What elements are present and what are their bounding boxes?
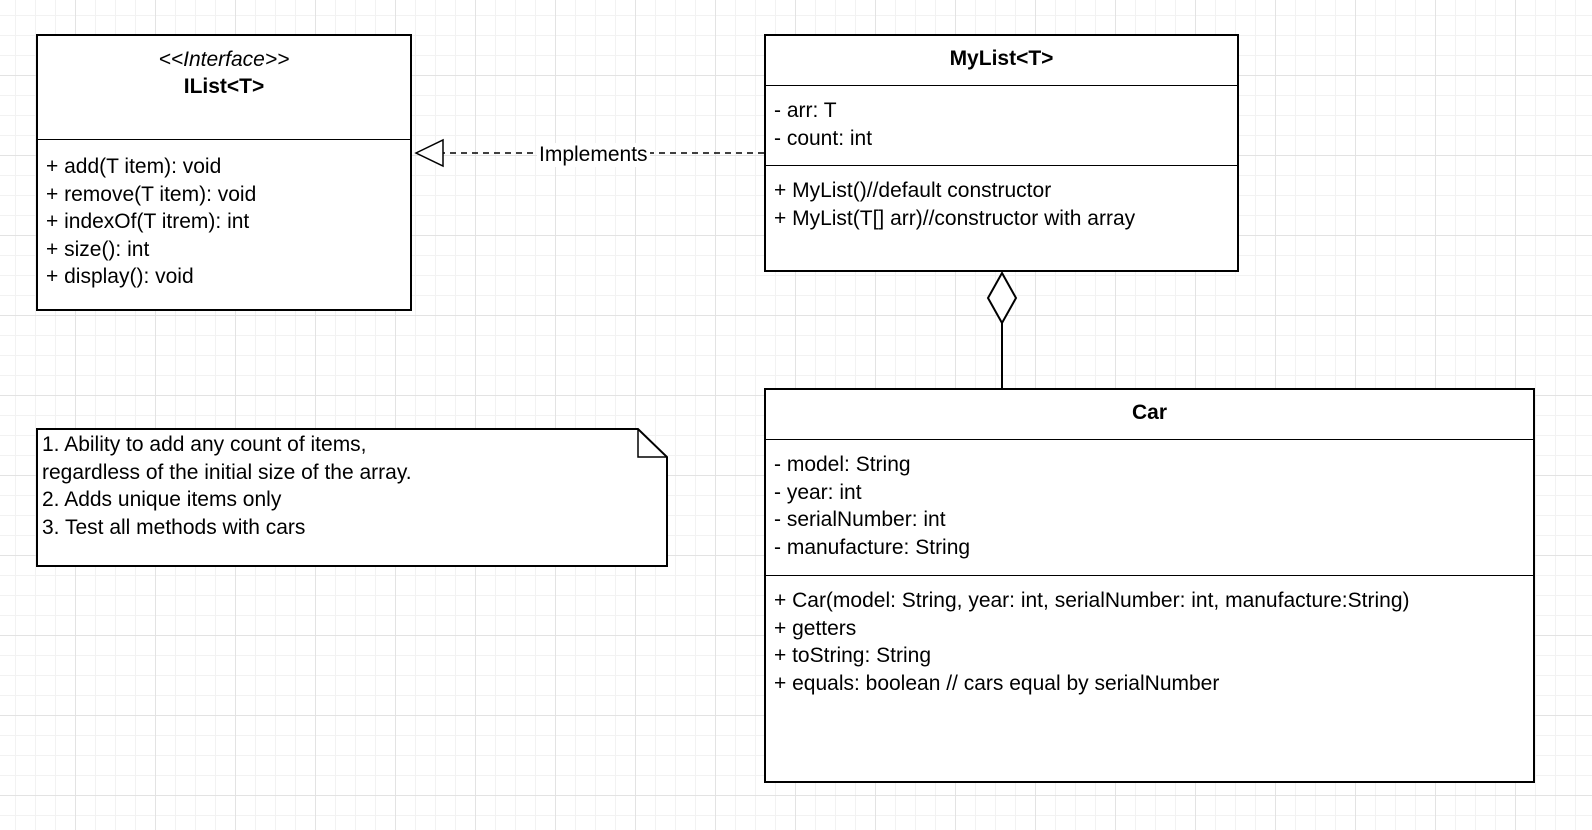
car-attribute: - serialNumber: int	[774, 508, 946, 531]
ilist-interface-box[interactable]: <<Interface>> IList<T> + add(T item): vo…	[36, 34, 412, 311]
ilist-method: + remove(T item): void	[46, 182, 257, 206]
note-line: 2. Adds unique items only	[42, 488, 282, 511]
note-line: 1. Ability to add any count of items,	[42, 433, 367, 456]
car-class-name: Car	[1131, 401, 1168, 424]
car-method: + getters	[774, 616, 857, 640]
car-attribute: - manufacture: String	[774, 535, 971, 559]
ilist-class-name: IList<T>	[183, 75, 265, 98]
mylist-attribute: - count: int	[774, 126, 873, 150]
mylist-attribute: - arr: T	[774, 99, 837, 122]
car-class-box[interactable]: Car - model: String - year: int - serial…	[764, 388, 1535, 783]
car-method: + Car(model: String, year: int, serialNu…	[774, 589, 1410, 612]
note-shape	[36, 428, 668, 567]
mylist-class-name: MyList<T>	[949, 47, 1054, 70]
car-attribute: - model: String	[774, 453, 911, 476]
mylist-header: MyList<T>	[766, 36, 1237, 86]
mylist-attributes-section: - arr: T - count: int	[766, 86, 1237, 166]
mylist-method: + MyList(T[] arr)//constructor with arra…	[774, 206, 1136, 230]
implements-label: Implements	[537, 143, 650, 167]
ilist-method: + indexOf(T itrem): int	[46, 210, 250, 233]
car-method: + toString: String	[774, 644, 931, 667]
car-methods-section: + Car(model: String, year: int, serialNu…	[766, 576, 1533, 697]
mylist-class-box[interactable]: MyList<T> - arr: T - count: int + MyList…	[764, 34, 1239, 272]
note-line: 3. Test all methods with cars	[42, 515, 306, 539]
ilist-method: + add(T item): void	[46, 155, 222, 178]
ilist-method: + display(): void	[46, 265, 194, 288]
ilist-method: + size(): int	[46, 237, 150, 261]
requirements-note[interactable]: 1. Ability to add any count of items, re…	[36, 428, 668, 567]
implements-arrowhead	[414, 138, 444, 168]
ilist-header: <<Interface>> IList<T>	[38, 36, 410, 140]
note-line: regardless of the initial size of the ar…	[42, 460, 412, 484]
car-attribute: - year: int	[774, 480, 862, 504]
note-text: 1. Ability to add any count of items, re…	[42, 431, 412, 541]
mylist-method: + MyList()//default constructor	[774, 179, 1052, 202]
car-header: Car	[766, 390, 1533, 440]
car-method: + equals: boolean // cars equal by seria…	[774, 671, 1220, 695]
ilist-stereotype: <<Interface>>	[158, 48, 290, 71]
car-attributes-section: - model: String - year: int - serialNumb…	[766, 440, 1533, 576]
ilist-methods-section: + add(T item): void + remove(T item): vo…	[38, 140, 410, 291]
mylist-methods-section: + MyList()//default constructor + MyList…	[766, 166, 1237, 232]
aggregation-diamond	[986, 270, 1018, 326]
